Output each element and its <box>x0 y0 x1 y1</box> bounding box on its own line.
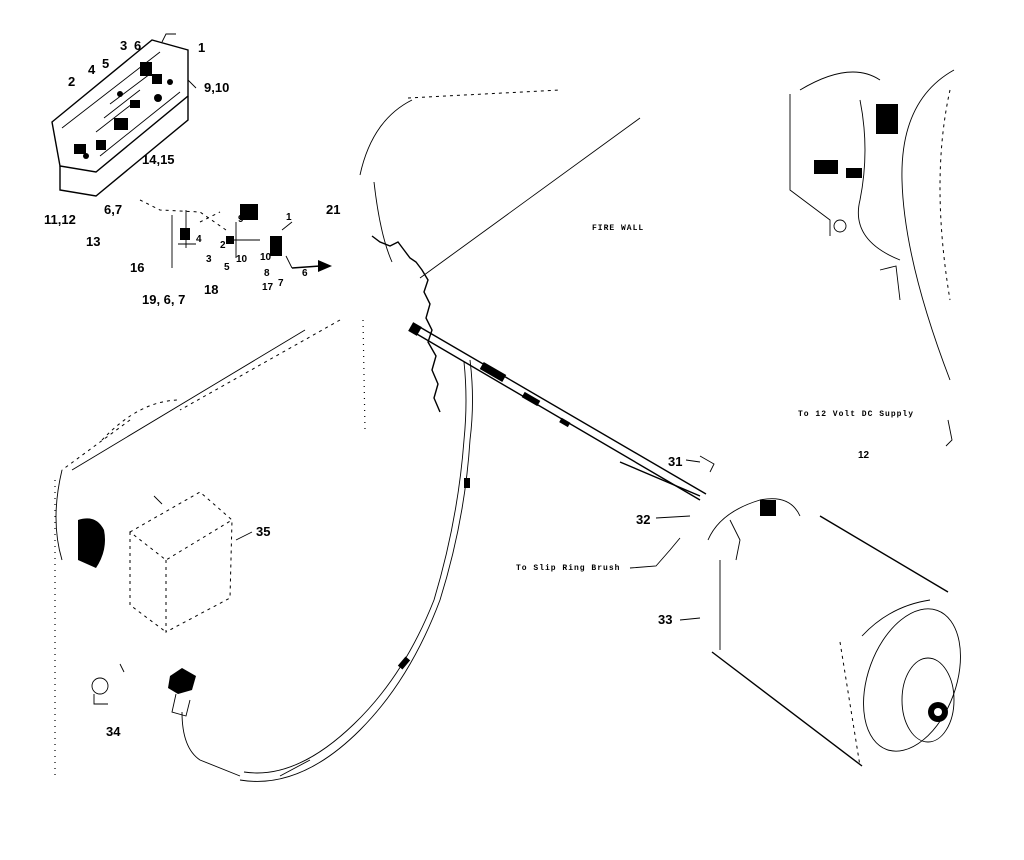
callout-32: 32 <box>636 512 650 527</box>
callouts: 3 6 1 4 5 2 9,10 14,15 11,12 6,7 13 16 1… <box>44 38 682 739</box>
callout-33: 33 <box>658 612 672 627</box>
callout-11-12: 11,12 <box>44 212 76 227</box>
note-dc-supply: To 12 Volt DC Supply <box>798 410 914 419</box>
vehicle-body-outline <box>54 89 641 780</box>
callout-21: 21 <box>326 202 340 217</box>
label-10b: 10 <box>260 252 272 263</box>
label-10: 10 <box>236 254 248 265</box>
callout-16: 16 <box>130 260 144 275</box>
callout-18: 18 <box>204 282 218 297</box>
engine-detail <box>789 69 955 447</box>
callout-34: 34 <box>106 724 121 739</box>
label-7: 7 <box>278 278 284 289</box>
terminal-board <box>51 33 189 197</box>
small-labels: 1 2 3 4 5 6 7 8 9 10 10 17 12 <box>196 212 870 461</box>
callout-5: 5 <box>102 56 109 71</box>
relay-cluster <box>139 199 332 272</box>
label-5: 5 <box>224 262 230 273</box>
connector-plug <box>91 663 196 717</box>
label-17: 17 <box>262 282 274 293</box>
callout-1: 1 <box>198 40 205 55</box>
label-1: 1 <box>286 212 292 223</box>
label-9: 9 <box>238 214 244 225</box>
note-slip-ring: To Slip Ring Brush <box>516 564 620 573</box>
callout-14-15: 14,15 <box>142 152 175 167</box>
leader-lines <box>187 79 701 621</box>
label-8: 8 <box>264 268 270 279</box>
callout-6-7: 6,7 <box>104 202 122 217</box>
label-6: 6 <box>302 268 308 279</box>
label-4: 4 <box>196 234 202 245</box>
note-fire-wall: FIRE WALL <box>592 224 644 233</box>
callout-35: 35 <box>256 524 270 539</box>
callout-13: 13 <box>86 234 100 249</box>
generator <box>699 455 961 767</box>
junction-box <box>78 491 233 633</box>
firewall-break-line <box>371 235 441 413</box>
callout-4: 4 <box>88 62 96 77</box>
callout-6: 6 <box>134 38 141 53</box>
callout-31: 31 <box>668 454 682 469</box>
label-2: 2 <box>220 240 226 251</box>
callout-9-10: 9,10 <box>204 80 229 95</box>
cable-harness <box>181 322 707 782</box>
label-3: 3 <box>206 254 212 265</box>
callout-19-6-7: 19, 6, 7 <box>142 292 185 307</box>
label-12: 12 <box>858 450 870 461</box>
callout-3: 3 <box>120 38 127 53</box>
callout-2: 2 <box>68 74 75 89</box>
